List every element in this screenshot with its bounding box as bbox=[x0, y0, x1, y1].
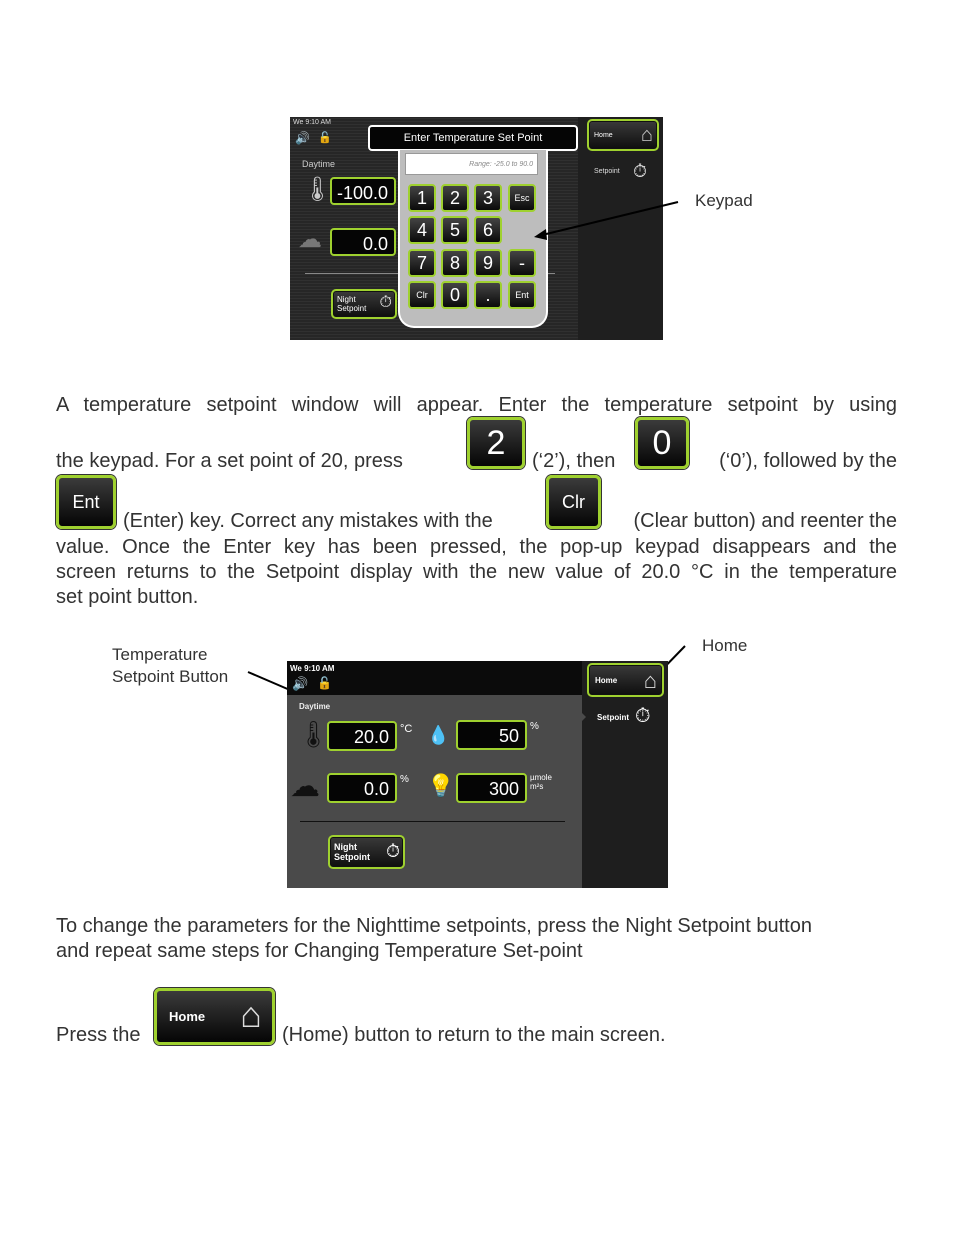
speaker-icon: 🔊 bbox=[292, 676, 309, 691]
clock-icon: ⏱ bbox=[379, 294, 392, 311]
lightbulb-icon: 💡 bbox=[427, 773, 455, 798]
keypad-callout: Keypad bbox=[695, 191, 753, 210]
keypad-arrow bbox=[534, 201, 679, 240]
key-6[interactable]: 6 bbox=[474, 216, 502, 244]
co2-cloud-icon: ☁ bbox=[298, 226, 322, 253]
setpoint-label[interactable]: Setpoint bbox=[594, 168, 620, 175]
rh-setpoint-button[interactable]: 50 bbox=[456, 720, 527, 750]
para1-line6: set point button. bbox=[56, 586, 199, 608]
daytime-label: Daytime bbox=[299, 702, 331, 711]
thermometer-icon: 🌡 bbox=[297, 719, 331, 749]
para2-line1: To change the parameters for the Nightti… bbox=[56, 915, 812, 937]
humidity-icon: 💧 bbox=[427, 725, 450, 745]
key-7[interactable]: 7 bbox=[408, 249, 436, 277]
key-2[interactable]: 2 bbox=[441, 184, 469, 212]
key-ent[interactable]: Ent bbox=[508, 281, 536, 309]
status-time: We 9:10 AM bbox=[290, 664, 335, 673]
setpoint-screenshot: We 9:10 AM 🔊 🔓 Daytime 🌡 20.0 °C 💧 50 % … bbox=[287, 661, 668, 888]
co2-unit: % bbox=[400, 774, 409, 785]
key-0-image: 0 bbox=[635, 417, 689, 469]
key-9[interactable]: 9 bbox=[474, 249, 502, 277]
daytime-label: Daytime bbox=[302, 159, 336, 169]
house-icon: ⌂ bbox=[643, 668, 657, 693]
co2-value-field[interactable]: 0.0 bbox=[330, 228, 396, 256]
para1-line5: screen returns to the Setpoint display w… bbox=[56, 561, 897, 583]
key-8[interactable]: 8 bbox=[441, 249, 469, 277]
status-bar bbox=[287, 661, 582, 695]
key-5[interactable]: 5 bbox=[441, 216, 469, 244]
key-3[interactable]: 3 bbox=[474, 184, 502, 212]
light-setpoint-button[interactable]: 300 bbox=[456, 773, 527, 803]
keypad-screenshot: We 9:10 AM 🔊 🔓 Daytime 🌡 -100.0 ☁ 0.0 Ni… bbox=[290, 117, 663, 340]
dialog-title-bar: Enter Temperature Set Point bbox=[368, 125, 578, 151]
para1-line3: Ent (Enter) key. Correct any mistakes wi… bbox=[56, 475, 897, 532]
para1-line4: value. Once the Enter key has been press… bbox=[56, 536, 897, 558]
key-0[interactable]: 0 bbox=[441, 281, 469, 309]
house-icon: ⌂ bbox=[640, 124, 653, 146]
rh-unit: % bbox=[530, 721, 539, 732]
key-esc[interactable]: Esc bbox=[508, 184, 536, 212]
speaker-icon: 🔊 bbox=[295, 131, 310, 145]
key-1[interactable]: 1 bbox=[408, 184, 436, 212]
key-2-image: 2 bbox=[467, 417, 525, 469]
house-icon: ⌂ bbox=[240, 994, 262, 1035]
timer-icon: ⏱ bbox=[635, 705, 651, 727]
para1-line2: the keypad. For a set point of 20, press… bbox=[56, 417, 897, 473]
setpoint-tab[interactable]: Setpoint bbox=[597, 713, 629, 722]
co2-setpoint-button[interactable]: 0.0 bbox=[327, 773, 397, 803]
home-callout: Home bbox=[702, 636, 748, 655]
thermometer-icon: 🌡 bbox=[302, 176, 333, 203]
range-display: Range: -25.0 to 90.0 bbox=[405, 153, 538, 175]
home-button-image: Home ⌂ bbox=[154, 988, 275, 1045]
sidebar bbox=[582, 661, 668, 888]
home-button[interactable]: Home ⌂ bbox=[587, 119, 659, 151]
para2-line2: and repeat same steps for Changing Tempe… bbox=[56, 940, 583, 962]
co2-cloud-icon: ☁ bbox=[290, 770, 320, 803]
status-time: We 9:10 AM bbox=[293, 119, 332, 126]
home-button[interactable]: Home ⌂ bbox=[587, 663, 664, 697]
setpoint-tab-pointer bbox=[578, 709, 586, 725]
para1-line1: A temperature setpoint window will appea… bbox=[56, 394, 897, 416]
sidebar bbox=[578, 117, 663, 340]
lock-icon: 🔓 bbox=[317, 676, 332, 690]
key-4[interactable]: 4 bbox=[408, 216, 436, 244]
temp-setpoint-callout: Temperature Setpoint Button bbox=[112, 645, 229, 686]
clock-icon: ⏱ bbox=[385, 841, 400, 861]
key-clr[interactable]: Clr bbox=[408, 281, 436, 309]
para3: Press the Home ⌂ (Home) button to return… bbox=[56, 988, 897, 1048]
lock-icon: 🔓 bbox=[318, 132, 332, 144]
key-ent-image: Ent bbox=[56, 475, 116, 529]
temp-unit: °C bbox=[400, 723, 413, 735]
timer-icon: ⏱ bbox=[633, 161, 648, 181]
key-clr-image: Clr bbox=[546, 475, 601, 529]
temp-setpoint-button[interactable]: 20.0 bbox=[327, 721, 397, 751]
key-minus[interactable]: - bbox=[508, 249, 536, 277]
key-dot[interactable]: . bbox=[474, 281, 502, 309]
divider bbox=[300, 821, 565, 822]
temp-value-field[interactable]: -100.0 bbox=[330, 177, 396, 205]
